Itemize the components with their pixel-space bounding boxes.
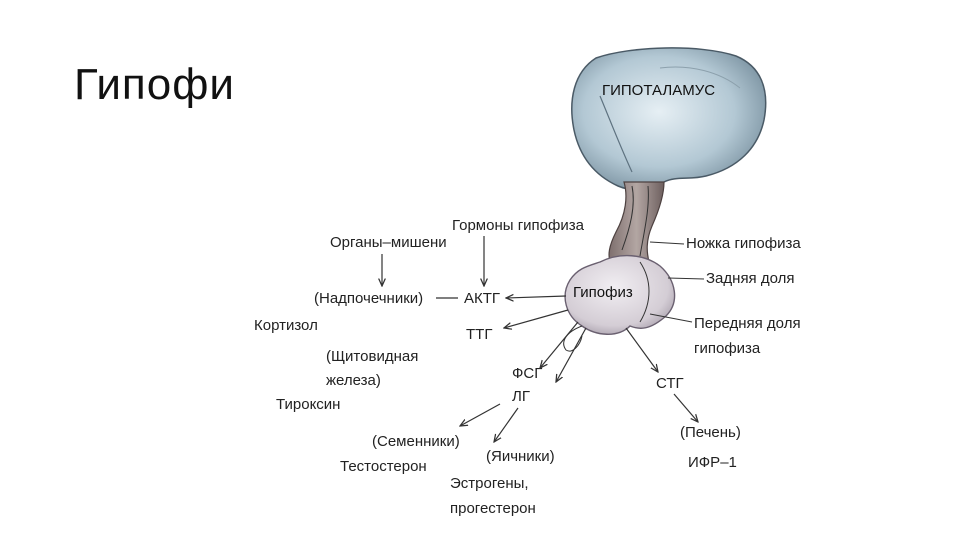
hypothalamus-fold xyxy=(599,95,633,173)
posterior-lobe-leader-line xyxy=(667,277,705,280)
anterior-lobe-label-1: Передняя доля xyxy=(694,315,801,332)
pituitary-label: Гипофиз xyxy=(573,284,633,301)
stg-label: СТГ xyxy=(656,375,684,392)
pituitary-hormones-label: Гормоны гипофиза xyxy=(452,217,585,234)
ttg-label: ТТГ xyxy=(466,326,492,343)
posterior-lobe-label: Задняя доля xyxy=(706,270,795,287)
liver-label: (Печень) xyxy=(680,424,741,441)
testosterone-label: Тестостерон xyxy=(340,458,427,475)
adrenals-label: (Надпочечники) xyxy=(314,290,423,307)
anterior-lobe-leader-line xyxy=(649,313,693,323)
stalk-leader-line xyxy=(649,241,685,245)
lg-arrow xyxy=(556,327,587,382)
pituitary-shape xyxy=(564,254,676,335)
lg-to-testes-arrow xyxy=(460,403,501,426)
actg-label: АКТГ xyxy=(464,290,500,307)
fsg-label: ФСГ xyxy=(512,365,542,382)
stg-arrow xyxy=(625,327,658,372)
hypothalamus-shape xyxy=(571,47,767,191)
actg-arrow xyxy=(506,296,567,298)
estrogens-label-1: Эстрогены, xyxy=(450,475,529,492)
thyroid-label-2: железа) xyxy=(326,372,381,389)
hypothalamus-label: ГИПОТАЛАМУС xyxy=(602,82,715,99)
thyroxine-label: Тироксин xyxy=(276,396,340,413)
ovaries-label: (Яичники) xyxy=(486,448,555,465)
testes-label: (Семенники) xyxy=(372,433,460,450)
igf-label: ИФР–1 xyxy=(688,454,737,471)
stalk-label: Ножка гипофиза xyxy=(686,235,801,252)
lg-to-ovaries-arrow xyxy=(494,407,519,442)
target-organs-label: Органы–мишени xyxy=(330,234,447,251)
fsg-arrow xyxy=(540,321,579,368)
thyroid-label-1: (Щитовидная xyxy=(326,348,418,365)
cortisol-label: Кортизол xyxy=(254,317,318,334)
hypothalamus-fold xyxy=(659,66,741,89)
stg-to-liver-arrow xyxy=(673,393,698,422)
lg-label: ЛГ xyxy=(512,388,530,405)
gonadotropin-curve xyxy=(563,325,583,352)
ttg-arrow xyxy=(504,309,569,328)
slide-title: Гипофи xyxy=(74,60,236,109)
anterior-lobe-label-2: гипофиза xyxy=(694,340,761,357)
pituitary-stalk-shape xyxy=(608,181,665,267)
estrogens-label-2: прогестерон xyxy=(450,500,536,517)
